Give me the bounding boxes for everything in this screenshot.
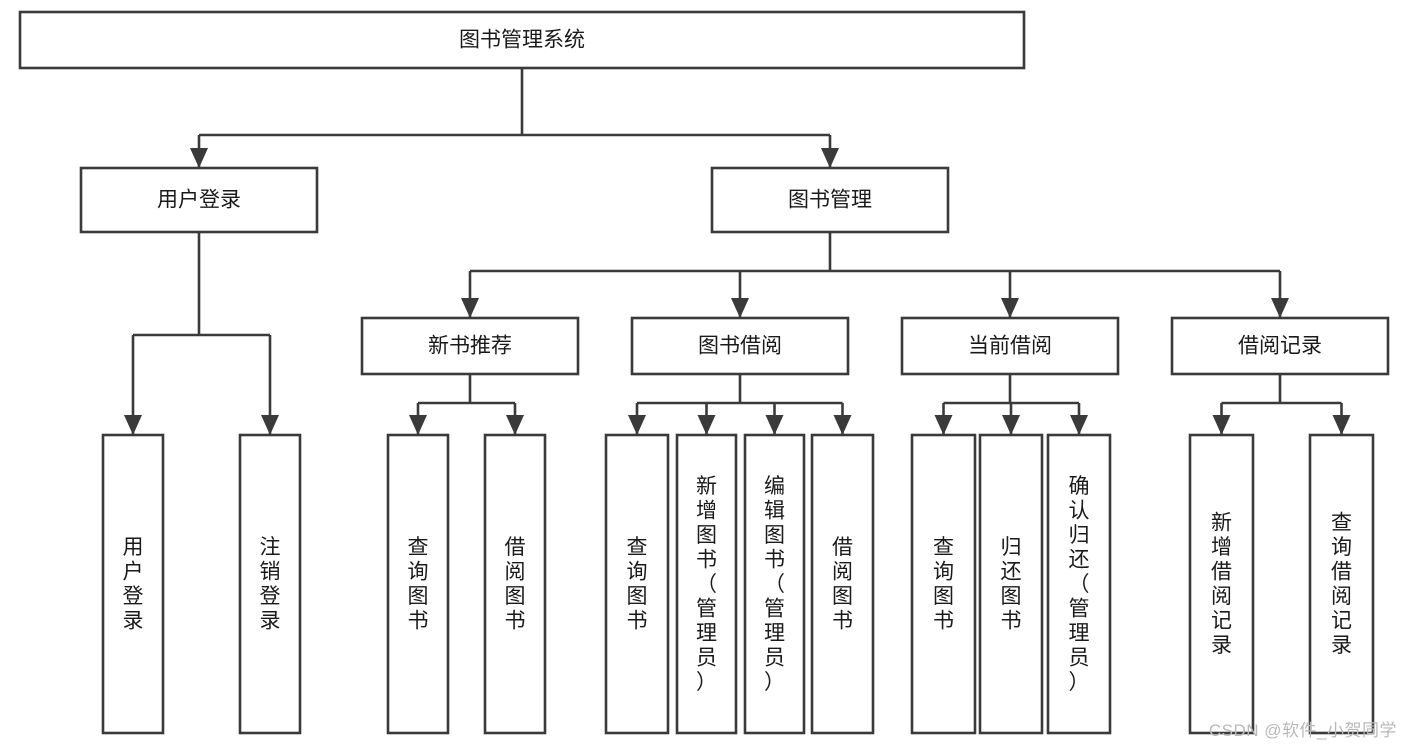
node-layer: 图书管理系统用户登录图书管理新书推荐图书借阅当前借阅借阅记录用户登录注销登录查询… — [18, 10, 1390, 735]
arrow-head-icon — [628, 415, 646, 435]
node-box — [630, 316, 850, 376]
node-box — [1308, 433, 1375, 735]
arrow-head-icon — [506, 415, 524, 435]
node-level3-新书推荐[interactable]: 新书推荐 — [360, 316, 580, 376]
arrow-head-icon — [461, 298, 479, 318]
node-label: 图书管理 — [788, 189, 872, 212]
node-box — [810, 433, 875, 735]
node-label: 查询图书 — [627, 536, 648, 633]
node-leaf-注销登录[interactable]: 注销登录 — [238, 433, 302, 735]
arrow-head-icon — [1332, 415, 1351, 435]
arrow-head-icon — [190, 148, 208, 168]
arrow-head-icon — [1212, 415, 1231, 435]
node-leaf-查询图书[interactable]: 查询图书 — [386, 433, 450, 735]
node-level3-图书借阅[interactable]: 图书借阅 — [630, 316, 850, 376]
arrow-head-icon — [1271, 298, 1289, 318]
arrow-head-icon — [261, 415, 279, 435]
node-box — [675, 433, 738, 735]
node-label: 编辑图书（管理员） — [764, 475, 785, 694]
node-box — [101, 433, 165, 735]
arrow-head-icon — [934, 415, 953, 435]
node-label: 新书推荐 — [428, 335, 512, 358]
node-leaf-查询图书[interactable]: 查询图书 — [910, 433, 977, 735]
node-box — [79, 166, 319, 234]
node-leaf-借阅图书[interactable]: 借阅图书 — [483, 433, 547, 735]
node-leaf-确认归还-管理员[interactable]: 确认归还（管理员） — [1046, 433, 1112, 735]
node-label: 新增借阅记录 — [1211, 512, 1232, 658]
arrow-head-icon — [1002, 415, 1020, 435]
arrow-head-icon — [1070, 415, 1088, 435]
node-leaf-归还图书[interactable]: 归还图书 — [978, 433, 1044, 735]
node-box — [604, 433, 670, 735]
arrow-head-icon — [765, 415, 784, 435]
node-level3-当前借阅[interactable]: 当前借阅 — [900, 316, 1120, 376]
node-label: 查询借阅记录 — [1331, 512, 1352, 658]
node-box — [386, 433, 450, 735]
node-leaf-查询图书[interactable]: 查询图书 — [604, 433, 670, 735]
node-box — [18, 10, 1026, 70]
node-label: 用户登录 — [157, 189, 241, 212]
node-box — [978, 433, 1044, 735]
node-level2-图书管理[interactable]: 图书管理 — [710, 166, 950, 234]
node-box — [483, 433, 547, 735]
node-leaf-查询借阅记录[interactable]: 查询借阅记录 — [1308, 433, 1375, 735]
node-leaf-编辑图书-管理员[interactable]: 编辑图书（管理员） — [743, 433, 806, 735]
node-label: 用户登录 — [123, 536, 144, 633]
node-box — [910, 433, 977, 735]
node-label: 查询图书 — [933, 536, 954, 633]
connector-layer — [124, 68, 1351, 435]
node-label: 归还图书 — [1001, 536, 1022, 633]
node-root-图书管理系统[interactable]: 图书管理系统 — [18, 10, 1026, 70]
node-box — [1170, 316, 1390, 376]
node-box — [900, 316, 1120, 376]
arrow-head-icon — [697, 415, 716, 435]
node-label: 新增图书（管理员） — [696, 475, 717, 694]
node-box — [238, 433, 302, 735]
arrow-head-icon — [124, 415, 142, 435]
node-label: 注销登录 — [260, 536, 281, 633]
node-label: 借阅图书 — [505, 536, 526, 633]
arrow-head-icon — [409, 415, 427, 435]
node-label: 查询图书 — [408, 536, 429, 633]
arrow-head-icon — [821, 148, 839, 168]
node-leaf-新增借阅记录[interactable]: 新增借阅记录 — [1188, 433, 1255, 735]
arrow-head-icon — [833, 415, 852, 435]
node-box — [360, 316, 580, 376]
node-leaf-借阅图书[interactable]: 借阅图书 — [810, 433, 875, 735]
arrow-head-icon — [731, 298, 749, 318]
node-label: 当前借阅 — [968, 335, 1052, 358]
node-label: 借阅记录 — [1238, 335, 1322, 358]
node-level3-借阅记录[interactable]: 借阅记录 — [1170, 316, 1390, 376]
node-label: 图书管理系统 — [459, 29, 585, 52]
node-label: 借阅图书 — [832, 536, 853, 633]
node-box — [710, 166, 950, 234]
node-leaf-用户登录[interactable]: 用户登录 — [101, 433, 165, 735]
node-label: 确认归还（管理员） — [1069, 475, 1090, 694]
node-box — [1188, 433, 1255, 735]
arrow-head-icon — [1001, 298, 1019, 318]
csdn-watermark: CSDN @软件_小贺同学 — [1208, 721, 1397, 740]
node-level2-用户登录[interactable]: 用户登录 — [79, 166, 319, 234]
node-box — [1046, 433, 1112, 735]
node-label: 图书借阅 — [698, 335, 782, 358]
node-box — [743, 433, 806, 735]
node-leaf-新增图书-管理员[interactable]: 新增图书（管理员） — [675, 433, 738, 735]
